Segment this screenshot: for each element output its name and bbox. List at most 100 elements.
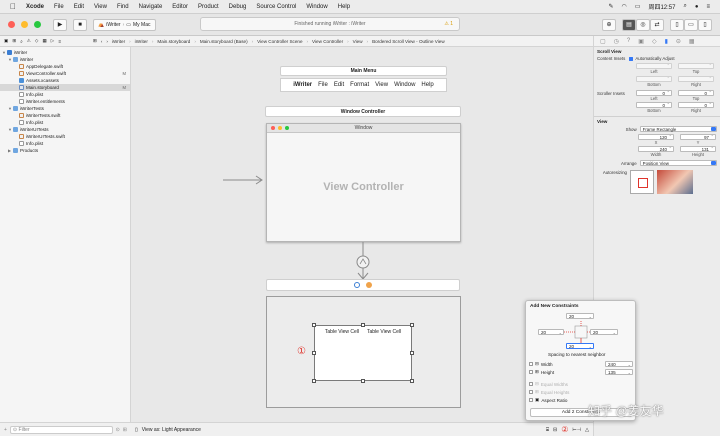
menu-bar-app[interactable]: iWriter [293, 82, 313, 88]
menu-file[interactable]: File [48, 3, 64, 10]
size-inspector-icon[interactable]: ▮ [664, 38, 668, 45]
menu-view[interactable]: View [88, 3, 107, 10]
menu-edit[interactable]: Edit [67, 3, 84, 10]
battery-icon[interactable]: ▭ [634, 4, 641, 10]
menu-bar-view[interactable]: View [375, 82, 389, 88]
crumb-scene[interactable]: View Controller Scene [257, 38, 303, 44]
resize-handle[interactable] [312, 379, 316, 383]
history-inspector-icon[interactable]: ◷ [613, 38, 619, 45]
crumb-base[interactable]: Main.storyboard (Base) [199, 38, 248, 44]
resize-handle[interactable] [361, 323, 365, 327]
wifi-icon[interactable]: ◠ [621, 4, 627, 10]
height-value-field[interactable]: 135⌄ [605, 369, 633, 375]
navigator-report-icon[interactable]: ≡ [58, 38, 62, 44]
navigator-item[interactable]: Info.plist [0, 119, 130, 126]
menu-navigate[interactable]: Navigate [132, 3, 163, 10]
content-inset-bottom[interactable] [636, 76, 672, 82]
appearance-label[interactable]: View as: Light Appearance [141, 426, 201, 433]
content-inset-top[interactable] [678, 63, 714, 69]
navigator-issue-icon[interactable]: ⚠ [26, 38, 31, 43]
attributes-inspector-icon[interactable]: ◇ [651, 38, 657, 45]
align-icon[interactable]: ⊟ [553, 426, 558, 433]
scm-filter-icon[interactable]: ⊞ [122, 426, 127, 433]
crumb-project[interactable]: iWriter [111, 38, 126, 44]
menu-bar-window[interactable]: Window [394, 82, 416, 88]
show-select[interactable]: Frame Rectangle [639, 126, 717, 132]
navigator-debug-icon[interactable]: ▦ [42, 38, 47, 43]
library-button[interactable]: ⊕ [602, 18, 616, 31]
main-menu-scene-title[interactable]: Main Menu [280, 66, 447, 76]
constraint-right-field[interactable]: 20⌄ [590, 329, 618, 335]
height-checkbox[interactable] [529, 370, 533, 374]
view-controller-view[interactable]: Table View Cell Table View Cell ① [266, 296, 461, 408]
menu-bar-format[interactable]: Format [350, 82, 370, 88]
warning-icon[interactable]: ⚠ 1 [444, 21, 453, 27]
menu-find[interactable]: Find [110, 3, 129, 10]
close-window-button[interactable] [8, 21, 15, 28]
view-controller-scene-dock[interactable] [266, 279, 460, 291]
pen-icon[interactable]: ✎ [608, 4, 614, 10]
stop-button[interactable]: ■ [73, 18, 87, 31]
editor-assistant-button[interactable]: ◎ [636, 18, 650, 31]
crumb-scroll-view[interactable]: Bordered Scroll View - Outline View [372, 38, 445, 44]
minimize-window-button[interactable] [21, 21, 28, 28]
resize-handle[interactable] [410, 379, 414, 383]
navigator-symbol-icon[interactable]: ⊞ [12, 38, 17, 43]
file-inspector-icon[interactable]: ▢ [600, 38, 606, 45]
add-icon[interactable]: + [4, 426, 7, 433]
navigator-find-icon[interactable]: ⌕ [20, 38, 23, 44]
frame-height-field[interactable]: 131 [680, 146, 716, 152]
menu-help[interactable]: Help [331, 3, 350, 10]
storyboard-canvas[interactable]: Main Menu iWriter File Edit Format View … [131, 47, 593, 422]
connections-inspector-icon[interactable]: ⊝ [675, 38, 681, 45]
resize-handle[interactable] [312, 351, 316, 355]
resolve-issues-icon[interactable]: △ [585, 426, 589, 433]
run-button[interactable]: ▶ [53, 18, 67, 31]
editor-version-button[interactable]: ⇄ [650, 18, 664, 31]
crumb-group[interactable]: iWriter [134, 38, 148, 44]
width-value-field[interactable]: 240⌄ [605, 361, 633, 367]
navigator-item[interactable]: Assets.xcassets [0, 77, 130, 84]
scroller-inset-top[interactable]: 0 [678, 90, 714, 96]
clock[interactable]: 周四12:57 [648, 5, 676, 11]
navigator-item[interactable]: iWriter.entitlements [0, 98, 130, 105]
navigator-item[interactable]: ▼iWriterTests [0, 105, 130, 112]
menu-editor[interactable]: Editor [166, 3, 188, 10]
view-controller-icon[interactable] [354, 282, 360, 288]
navigator-item[interactable]: Info.plist [0, 91, 130, 98]
forward-button[interactable]: › [106, 38, 108, 44]
editor-standard-button[interactable]: ▤ [622, 18, 636, 31]
disclosure-triangle-icon[interactable]: ▼ [8, 127, 12, 132]
navigator-item[interactable]: iWriterUITests.swift [0, 133, 130, 140]
scroller-inset-right[interactable]: 0 [678, 102, 714, 108]
disclosure-triangle-icon[interactable]: ▼ [8, 106, 12, 111]
apple-icon[interactable]:  [10, 2, 16, 11]
update-frames-icon[interactable]: ⌸ [546, 426, 550, 433]
frame-width-field[interactable]: 240 [638, 146, 674, 152]
disclosure-triangle-icon[interactable]: ▼ [8, 57, 12, 62]
navigator-item[interactable]: iWriterTests.swift [0, 112, 130, 119]
crumb-controller[interactable]: View Controller [312, 38, 344, 44]
control-center-icon[interactable]: ≡ [706, 3, 710, 10]
menu-product[interactable]: Product [191, 3, 219, 10]
navigator-test-icon[interactable]: ◇ [34, 38, 39, 43]
disclosure-triangle-icon[interactable]: ▶ [8, 148, 12, 153]
menu-source-control[interactable]: Source Control [250, 3, 296, 10]
search-icon[interactable]: ⌕ [683, 3, 687, 9]
related-items-icon[interactable]: ⊞ [93, 38, 97, 43]
navigator-item[interactable]: AppDelegate.swift [0, 63, 130, 70]
navigator-breakpoint-icon[interactable]: ▷ [50, 38, 55, 43]
constraint-top-field[interactable]: 20⌄ [566, 313, 594, 319]
constraint-left-field[interactable]: 20⌄ [538, 329, 564, 335]
arrange-select[interactable]: Position View [639, 160, 717, 166]
crumb-view[interactable]: View [352, 38, 363, 44]
recent-files-icon[interactable]: ⊙ [115, 426, 120, 433]
table-cell[interactable]: Table View Cell [324, 329, 359, 335]
scroller-inset-bottom[interactable]: 0 [636, 102, 672, 108]
navigator-filter-input[interactable]: ⊙ Filter [9, 425, 113, 434]
identity-inspector-icon[interactable]: ▣ [638, 38, 644, 45]
table-cell[interactable]: Table View Cell [367, 329, 402, 335]
frame-x-field[interactable]: 120 [638, 134, 674, 140]
